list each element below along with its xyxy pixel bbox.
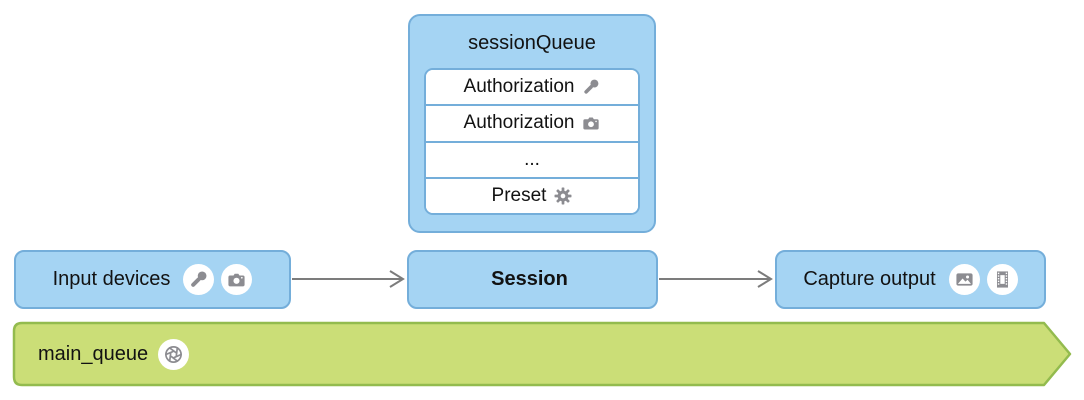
film-icon (996, 271, 1008, 288)
row-label: Authorization (463, 76, 575, 98)
camera-chip (221, 264, 253, 295)
session-queue-box: sessionQueue Authorization Authorization (408, 14, 656, 233)
input-devices-label: Input devices (52, 268, 171, 290)
aperture-icon (165, 345, 183, 363)
main-queue-content: main_queue (38, 323, 190, 385)
photo-icon (956, 273, 973, 286)
microphone-icon (191, 271, 207, 287)
camera-icon (228, 273, 245, 287)
input-devices-node: Input devices (14, 250, 291, 309)
session-queue-row-authorization-mic: Authorization (426, 70, 638, 105)
session-queue-row-ellipsis: ... (426, 140, 638, 177)
session-queue-title: sessionQueue (468, 32, 596, 54)
photo-chip (948, 264, 980, 295)
film-chip (986, 264, 1018, 295)
aperture-chip (158, 338, 190, 370)
session-queue-row-preset: Preset (426, 176, 638, 213)
session-queue-list: Authorization Authorization (424, 68, 640, 215)
session-label: Session (491, 268, 568, 290)
microphone-chip (183, 264, 215, 295)
session-node: Session (407, 250, 658, 309)
row-label: ... (524, 148, 540, 170)
row-label: Authorization (463, 112, 575, 134)
camera-icon (583, 117, 600, 130)
capture-output-label: Capture output (803, 268, 936, 290)
session-queue-row-authorization-camera: Authorization (426, 104, 638, 141)
row-label: Preset (491, 184, 547, 206)
main-queue-label: main_queue (38, 342, 149, 365)
capture-output-node: Capture output (775, 250, 1046, 309)
gear-icon (554, 187, 572, 205)
microphone-icon (584, 79, 599, 94)
